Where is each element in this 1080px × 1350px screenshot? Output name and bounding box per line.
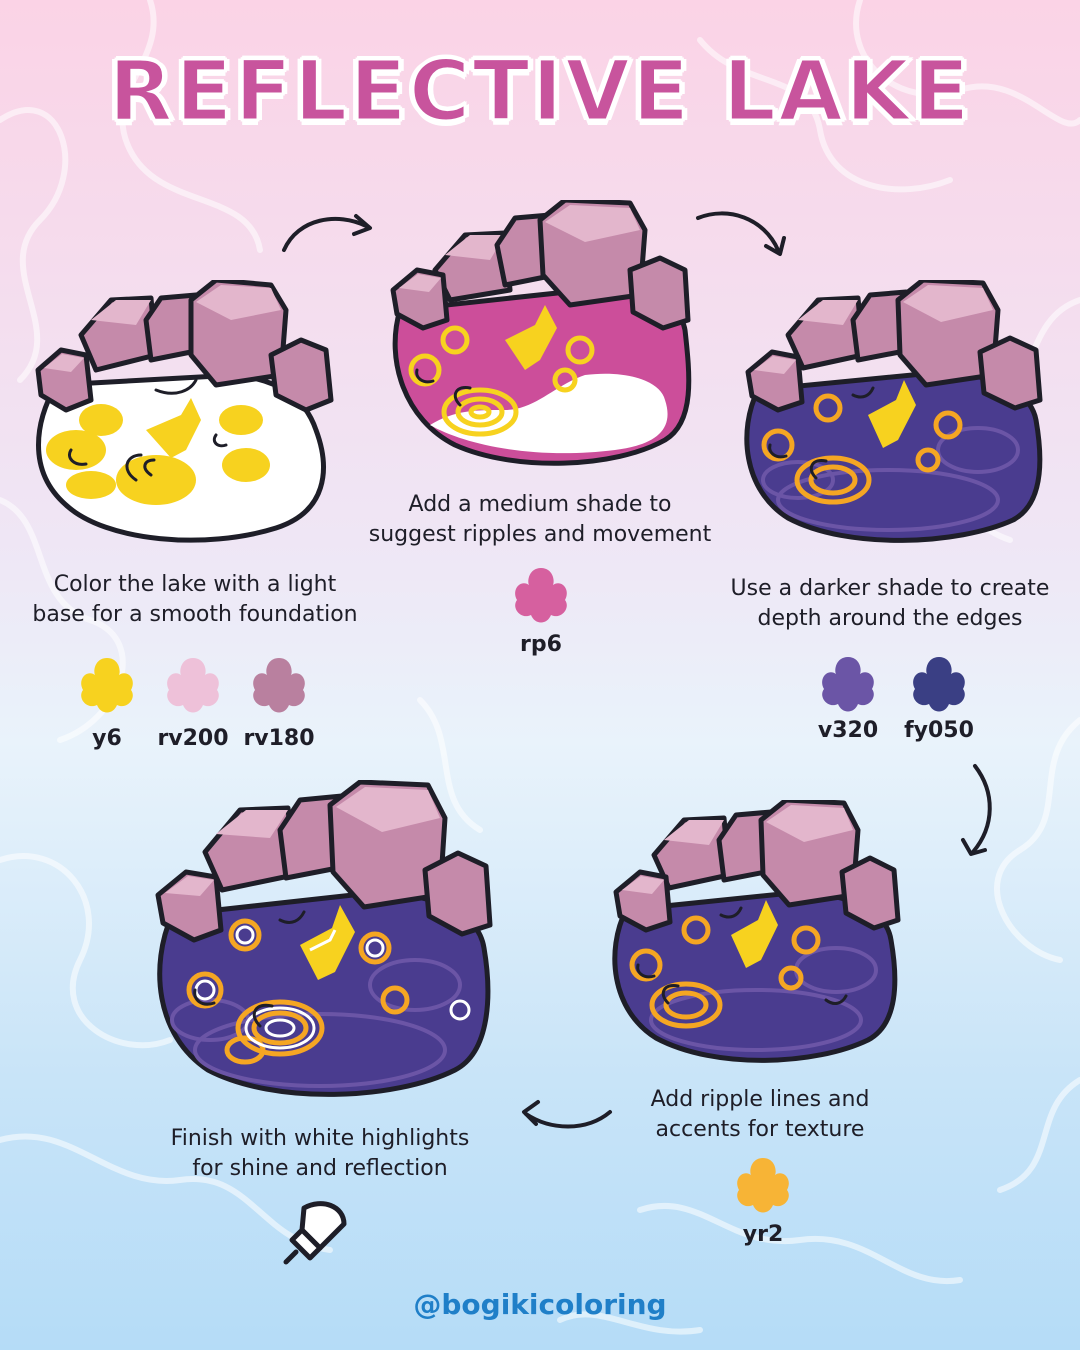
caption-line: Color the lake with a light — [53, 572, 337, 597]
swatch-label-y6: y6 — [92, 726, 122, 751]
swatch-label-rv180: rv180 — [243, 726, 315, 751]
marker-tip-icon — [283, 1201, 347, 1265]
lake-step3-illustration — [744, 280, 1043, 543]
curved-arrow-icon — [522, 1100, 612, 1129]
step4-caption: Add ripple lines and accents for texture — [600, 1085, 920, 1145]
swatch-label-fy050: fy050 — [904, 718, 974, 743]
curved-arrow-icon — [282, 214, 372, 252]
author-handle: @bogikicoloring — [413, 1288, 667, 1321]
page-title: REFLECTIVE LAKE — [107, 41, 972, 142]
swatch-label-rv200: rv200 — [157, 726, 229, 751]
step2-caption: Add a medium shade to suggest ripples an… — [340, 490, 740, 550]
lake-step4-illustration — [612, 800, 901, 1063]
swatch-rv180-icon — [253, 658, 305, 713]
swatch-label-rp6: rp6 — [520, 632, 562, 657]
swatch-fy050-icon — [913, 657, 965, 712]
curved-arrow-icon — [961, 764, 992, 856]
swatch-label-yr2: yr2 — [742, 1222, 784, 1247]
lake-step5-illustration — [155, 780, 493, 1097]
swatch-v320-icon — [822, 657, 874, 712]
caption-line: depth around the edges — [757, 606, 1023, 631]
lake-step2-illustration — [390, 200, 692, 466]
caption-line: base for a smooth foundation — [32, 602, 358, 627]
swatch-y6-icon — [81, 658, 133, 713]
swatch-yr2-icon — [737, 1158, 789, 1213]
step3-caption: Use a darker shade to create depth aroun… — [700, 574, 1080, 634]
caption-line: Finish with white highlights — [170, 1126, 470, 1151]
swatch-label-v320: v320 — [817, 718, 879, 743]
swatch-rp6-icon — [515, 568, 567, 623]
caption-line: Add a medium shade to — [408, 492, 672, 517]
step5-caption: Finish with white highlights for shine a… — [140, 1124, 500, 1184]
caption-line: Use a darker shade to create — [730, 576, 1050, 601]
caption-line: accents for texture — [655, 1117, 865, 1142]
caption-line: for shine and reflection — [192, 1156, 448, 1181]
caption-line: Add ripple lines and — [650, 1087, 870, 1112]
step1-caption: Color the lake with a light base for a s… — [0, 570, 390, 630]
lake-step1-illustration — [35, 280, 334, 543]
swatch-rv200-icon — [167, 658, 219, 713]
curved-arrow-icon — [696, 211, 786, 256]
caption-line: suggest ripples and movement — [368, 522, 712, 547]
